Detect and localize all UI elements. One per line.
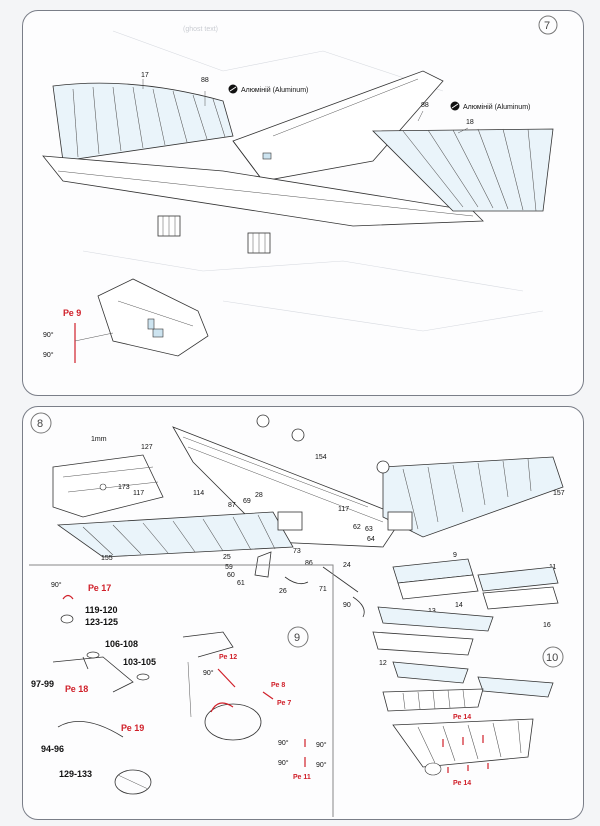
label-127: 127 — [141, 444, 153, 451]
engine-right — [247, 232, 271, 254]
label-61: 61 — [237, 580, 245, 587]
label-90: 90 — [343, 602, 351, 609]
pe14-label-bottom: Ре 14 — [453, 780, 471, 787]
label-64: 64 — [367, 536, 375, 543]
pe7-label: Ре 7 — [277, 700, 291, 707]
label-16: 16 — [543, 622, 551, 629]
step-9-parts: Ре 17 90° 119-120 123-125 106-108 103-10… — [31, 581, 327, 795]
aluminum-note-left: Алюміній (Aluminum) — [228, 84, 308, 94]
step-8-badge: 8 — [30, 412, 52, 434]
label-24: 24 — [343, 562, 351, 569]
label-69: 69 — [243, 498, 251, 505]
parts-106-108: 106-108 — [105, 639, 138, 649]
pe12-angle: 90° — [203, 669, 214, 677]
step-9-number: 9 — [294, 632, 300, 644]
label-25: 25 — [223, 554, 231, 561]
label-28: 28 — [255, 492, 263, 499]
label-60: 60 — [227, 572, 235, 579]
fuselage — [232, 70, 444, 182]
label-12: 12 — [379, 660, 387, 667]
angle-d: 90° — [316, 761, 327, 769]
upper-right-wing — [382, 456, 564, 538]
parts-129-133: 129-133 — [59, 769, 92, 779]
step-10-number: 10 — [546, 652, 558, 664]
aluminum-label-right: Алюміній (Aluminum) — [463, 103, 530, 111]
label-9: 9 — [453, 552, 457, 559]
dimension-1mm: 1mm — [91, 436, 107, 443]
label-part-88-left: 88 — [201, 77, 209, 84]
label-157: 157 — [553, 490, 565, 497]
step-7-badge: 7 — [538, 15, 558, 35]
label-154: 154 — [315, 454, 327, 461]
engine-left — [157, 215, 181, 237]
step-7-number: 7 — [544, 20, 550, 32]
aluminum-label-left: Алюміній (Aluminum) — [241, 86, 308, 94]
pe11-label: Ре 11 — [293, 774, 311, 781]
lower-left-wing — [56, 511, 294, 558]
parts-94-96: 94-96 — [41, 744, 64, 754]
step-7-panel: (ghost text) 7 — [22, 10, 584, 396]
parts-103-105: 103-105 — [123, 657, 156, 667]
label-117-a: 117 — [133, 490, 144, 497]
bleed-through-ghost: (ghost text) — [82, 26, 544, 332]
label-86: 86 — [305, 560, 313, 567]
pe9-label: Ре 9 — [63, 308, 81, 318]
step-9-inset: 9 — [29, 564, 334, 817]
fuselage-detail — [97, 278, 209, 357]
wing-root-detail: 1mm — [52, 436, 164, 518]
label-62: 62 — [353, 524, 361, 531]
main-fuselage — [172, 426, 404, 548]
angle-a: 90° — [278, 739, 289, 747]
step-7-diagram: (ghost text) 7 — [42, 15, 558, 363]
step-10-control-surfaces: Ре 14 Ре 14 — [372, 558, 559, 787]
label-59: 59 — [225, 564, 233, 571]
pe17-label: Ре 17 — [88, 583, 111, 593]
parts-119-120: 119-120 — [85, 605, 118, 615]
pe9-angle-1: 90° — [43, 331, 54, 339]
label-63: 63 — [365, 526, 373, 533]
angle-b: 90° — [316, 741, 327, 749]
step-8-number: 8 — [37, 418, 43, 430]
step-10-badge: 10 — [542, 646, 564, 668]
label-part-88-right: 88 — [421, 102, 429, 109]
aluminum-note-right: Алюміній (Aluminum) — [450, 101, 530, 111]
left-wing — [52, 82, 234, 162]
label-part-17: 17 — [141, 72, 149, 79]
pe18-label: Ре 18 — [65, 684, 88, 694]
pe9-angle-2: 90° — [43, 351, 54, 359]
step-8-10-diagram: 8 1mm — [29, 412, 565, 817]
parts-97-99: 97-99 — [31, 679, 54, 689]
label-73: 73 — [293, 548, 301, 555]
pe19-label: Ре 19 — [121, 723, 144, 733]
pe14-label-top: Ре 14 — [453, 714, 471, 721]
pe17-angle: 90° — [51, 581, 62, 589]
label-173: 173 — [118, 484, 130, 491]
gun-turrets — [256, 414, 390, 474]
step-8-10-panel: 8 1mm — [22, 406, 584, 820]
misc-parts — [254, 551, 365, 618]
label-71: 71 — [319, 586, 327, 593]
label-117-b: 117 — [338, 506, 349, 513]
label-14: 14 — [455, 602, 463, 609]
engines-bottom — [277, 511, 413, 531]
right-wing — [372, 128, 554, 212]
label-part-18: 18 — [466, 119, 474, 126]
label-114: 114 — [193, 490, 204, 497]
label-87: 87 — [228, 502, 236, 509]
pe9-part: Ре 9 90° 90° — [43, 308, 114, 363]
pe8-label: Ре 8 — [271, 682, 285, 689]
pe12-label: Ре 12 — [219, 654, 237, 661]
svg-text:(ghost text): (ghost text) — [183, 26, 218, 33]
center-wing — [42, 155, 484, 227]
label-155: 155 — [101, 555, 113, 562]
parts-123-125: 123-125 — [85, 617, 118, 627]
label-26: 26 — [279, 588, 287, 595]
angle-c: 90° — [278, 759, 289, 767]
